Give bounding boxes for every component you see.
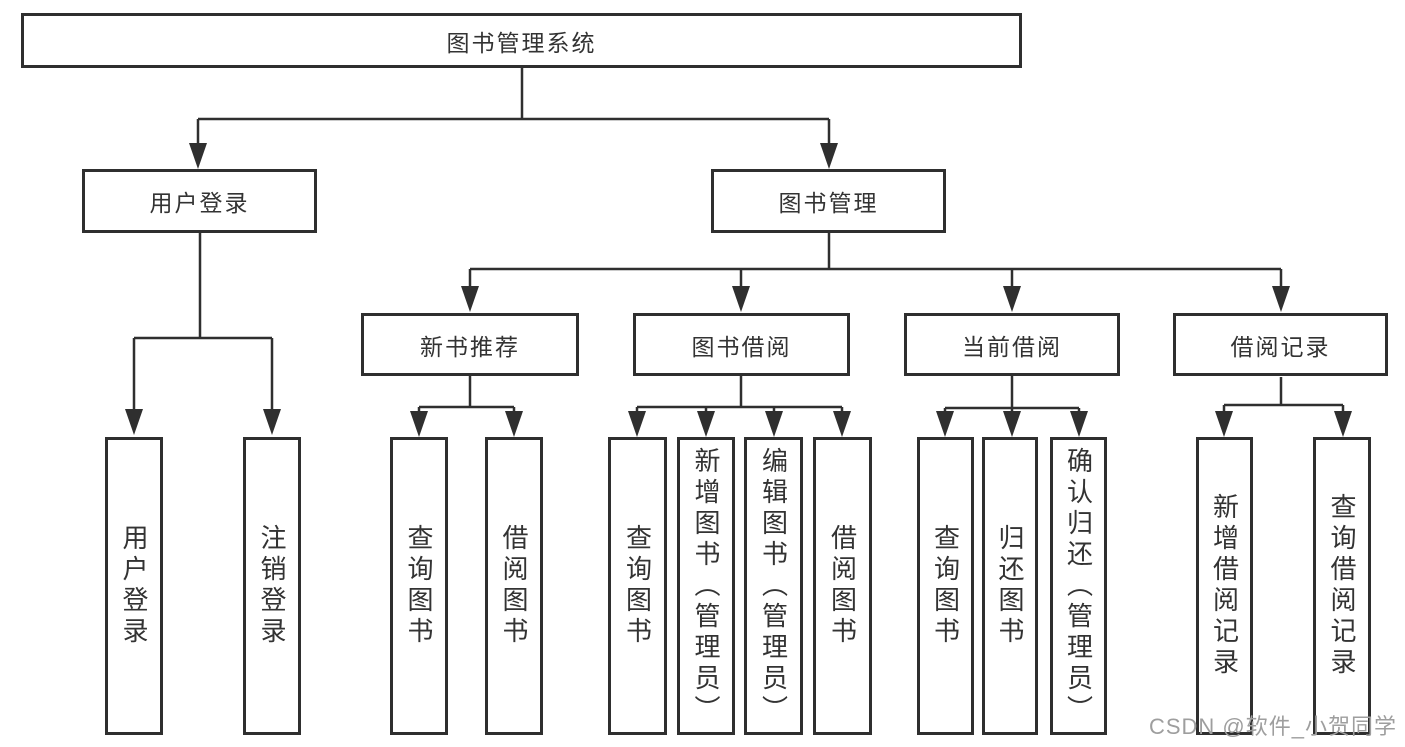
- node-user-login: 用户登录: [82, 169, 317, 233]
- node-confirm-return-admin: 确认归还（管理员）: [1050, 437, 1107, 735]
- node-return-books: 归还图书: [982, 437, 1038, 735]
- node-label: 归还图书: [995, 524, 1025, 648]
- node-label: 用户登录: [149, 190, 250, 216]
- node-new-book-recommendation: 新书推荐: [361, 313, 579, 376]
- node-label: 确认归还（管理员）: [1063, 446, 1094, 726]
- node-label: 查询图书: [930, 524, 961, 648]
- node-current-borrowing: 当前借阅: [904, 313, 1120, 376]
- node-label: 新增借阅记录: [1209, 493, 1240, 679]
- node-book-borrowing: 图书借阅: [633, 313, 850, 376]
- node-query-books-borrowing: 查询图书: [608, 437, 667, 735]
- node-library-management-system: 图书管理系统: [21, 13, 1022, 68]
- node-add-books-admin: 新增图书（管理员）: [677, 437, 735, 735]
- node-label: 借阅记录: [1230, 333, 1331, 360]
- node-label: 注销登录: [257, 524, 287, 648]
- node-label: 当前借阅: [962, 333, 1062, 360]
- node-borrowing-records: 借阅记录: [1173, 313, 1388, 376]
- node-label: 编辑图书（管理员）: [758, 446, 789, 726]
- node-label: 借阅图书: [499, 524, 529, 648]
- node-book-management: 图书管理: [711, 169, 946, 233]
- node-label: 新增图书（管理员）: [691, 446, 721, 726]
- node-label: 查询图书: [404, 524, 434, 648]
- node-edit-books-admin: 编辑图书（管理员）: [744, 437, 803, 735]
- node-label: 查询借阅记录: [1327, 493, 1357, 679]
- node-label: 图书管理系统: [446, 29, 597, 56]
- node-borrow-books: 借阅图书: [813, 437, 872, 735]
- node-query-books-current: 查询图书: [917, 437, 974, 735]
- node-label: 查询图书: [622, 524, 653, 648]
- node-query-borrow-record: 查询借阅记录: [1313, 437, 1371, 735]
- node-label: 图书管理: [778, 190, 879, 216]
- node-user-login-action: 用户登录: [105, 437, 163, 735]
- node-label: 借阅图书: [827, 524, 858, 648]
- node-add-borrow-record: 新增借阅记录: [1196, 437, 1253, 735]
- node-borrow-books-recommend: 借阅图书: [485, 437, 543, 735]
- node-label: 图书借阅: [691, 333, 792, 360]
- node-label: 新书推荐: [420, 333, 520, 360]
- node-query-books-recommend: 查询图书: [390, 437, 448, 735]
- node-logout: 注销登录: [243, 437, 301, 735]
- node-label: 用户登录: [119, 524, 149, 648]
